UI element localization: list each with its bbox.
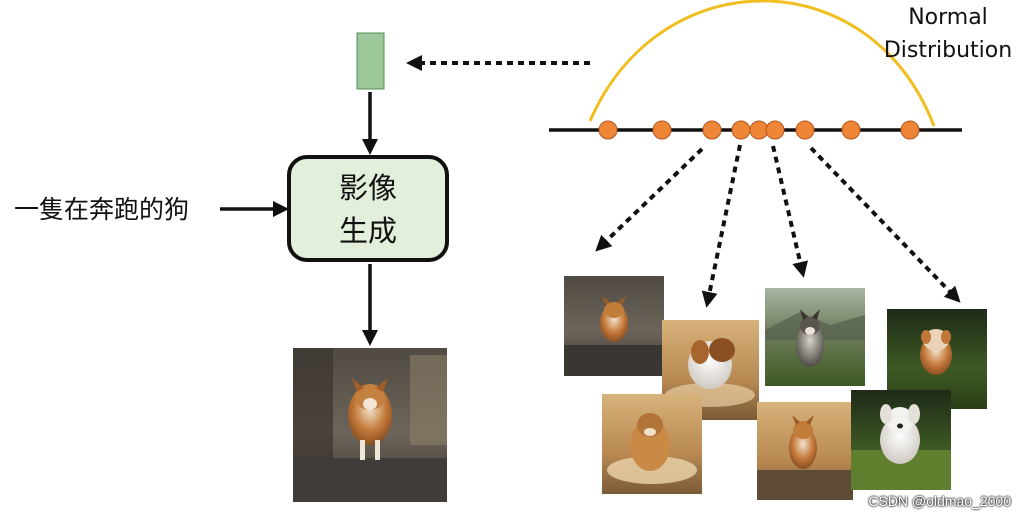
latent-vector [356,32,385,90]
generator-label-line1: 影像 [339,171,397,205]
sample-points [598,120,920,140]
sample-arrow [595,147,704,252]
sample-image-golden-dog-dust [602,394,702,494]
sample-point [702,120,722,140]
sample-point [749,120,769,140]
sample-point [841,120,861,140]
sample-arrow [771,145,808,278]
distribution-label-line1: Normal [908,5,988,30]
sample-point [795,120,815,140]
sample-arrow [701,144,742,308]
output-dog-image [293,348,447,502]
sample-image-corgi-street [564,276,664,376]
distribution-label-line2: Distribution [884,38,1012,63]
watermark: CSDN @oldmao_2000 [868,493,1011,509]
sample-point [900,120,920,140]
sample-image-husky-grass [765,288,865,386]
sample-point [765,120,785,140]
sample-point [598,120,618,140]
sample-image-white-dog-grass [851,390,951,490]
sample-point [731,120,751,140]
prompt-text: 一隻在奔跑的狗 [14,195,189,224]
sample-image-corgi-road [757,402,853,500]
sample-point [652,120,672,140]
image-generator-box: 影像 生成 [287,155,449,262]
normal-distribution-curve [588,0,936,127]
sample-arrow [809,146,961,303]
generator-label-line2: 生成 [339,214,397,248]
